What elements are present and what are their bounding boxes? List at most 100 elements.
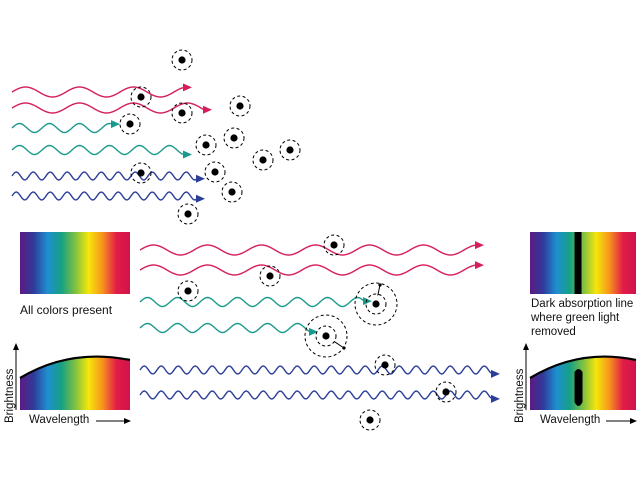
photon-wave-icon: [139, 244, 477, 256]
excited-atom-1: [354, 282, 398, 326]
absorption-dip: [574, 369, 583, 410]
nucleus: [330, 241, 338, 249]
electron-shell: [359, 409, 381, 431]
electron-shell: [171, 102, 193, 124]
incoming-blue-wave-2: [11, 191, 205, 203]
nucleus: [178, 109, 186, 117]
nucleus: [442, 388, 450, 396]
arrow-head-icon: [183, 150, 192, 159]
atom-icon: [204, 161, 226, 183]
left-wavelength-label: Wavelength: [29, 414, 90, 426]
brightness-curve: [529, 355, 637, 379]
absorption-ring-icon: [304, 314, 348, 358]
outgoing-blue-wave-2: [139, 390, 500, 403]
atom-icon: [177, 280, 199, 302]
arrow-head-icon: [475, 261, 484, 270]
atom-icon: [221, 181, 243, 203]
nucleus: [137, 93, 145, 101]
arrow-head-icon: [309, 327, 318, 336]
photon-wave-icon: [139, 365, 492, 375]
arrow-head-icon: [491, 394, 500, 403]
brightness-fill: [20, 356, 130, 410]
atom-icon: [130, 162, 152, 184]
electron-shell: [177, 203, 199, 225]
electron-shell: [221, 181, 243, 203]
photon-wave-icon: [11, 144, 184, 156]
electron-shell: [435, 381, 457, 403]
y-axis-arrow-icon: [523, 343, 529, 350]
incoming-green-wave-1: [11, 120, 120, 134]
atom-icon: [259, 265, 281, 287]
nucleus: [236, 102, 244, 110]
photon-wave-icon: [11, 122, 112, 134]
arrow-head-icon: [196, 194, 205, 203]
photon-wave-icon: [11, 191, 197, 201]
electron-shell: [204, 161, 226, 183]
nucleus: [178, 56, 186, 64]
nucleus: [126, 120, 134, 128]
nucleus: [184, 287, 192, 295]
brightness-fill: [530, 356, 636, 410]
nucleus: [211, 168, 219, 176]
nucleus: [259, 156, 267, 164]
nucleus: [266, 272, 274, 280]
nucleus: [366, 416, 374, 424]
atom-icon: [279, 139, 301, 161]
absorption-ring-icon: [354, 282, 398, 326]
electron-shell: [177, 280, 199, 302]
absorption-line-caption: Dark absorption line where green light r…: [531, 298, 634, 338]
atom-icon: [374, 354, 396, 376]
photon-wave-icon: [11, 171, 197, 181]
right-brightness-label: Brightness: [514, 368, 526, 423]
left-brightness-label: Brightness: [4, 368, 16, 423]
absorbed-green-wave-1: [139, 296, 372, 308]
y-axis-arrow-icon: [13, 343, 19, 350]
electron-shell: [130, 86, 152, 108]
arrow-head-icon: [111, 120, 120, 129]
arrow-head-icon: [183, 83, 192, 92]
all-colors-caption: All colors present: [20, 303, 113, 317]
atom-icon: [177, 203, 199, 225]
atom-icon: [223, 127, 245, 149]
electron-shell: [119, 113, 141, 135]
incoming-green-wave-2: [11, 144, 192, 159]
nucleus: [230, 134, 238, 142]
photon-wave-icon: [139, 264, 477, 276]
arrow-head-icon: [475, 241, 484, 250]
electron-shell: [315, 325, 337, 347]
photon-wave-icon: [11, 102, 205, 114]
photon-wave-icon: [139, 390, 492, 400]
outgoing-blue-wave-1: [139, 365, 500, 378]
electron-jump-arrow: [377, 284, 381, 296]
nucleus: [228, 188, 236, 196]
brightness-curve: [19, 355, 131, 379]
electron-shell: [171, 49, 193, 71]
atom-icon: [359, 409, 381, 431]
atom-icon: [229, 95, 251, 117]
electron-shell: [374, 354, 396, 376]
electron-jump-arrow: [333, 340, 345, 349]
photon-wave-icon: [11, 86, 184, 98]
nucleus: [372, 300, 380, 308]
x-axis-arrow-icon: [630, 418, 637, 424]
arrow-head-icon: [491, 369, 500, 378]
left-spectrum-bar: [20, 232, 130, 294]
photon-wave-icon: [139, 322, 310, 334]
electron-shell: [195, 134, 217, 156]
absorption-line: [574, 232, 582, 294]
arrow-head-icon: [196, 174, 205, 183]
x-axis-arrow-icon: [124, 418, 131, 424]
nucleus: [184, 210, 192, 218]
electron-shell: [259, 265, 281, 287]
absorbed-green-wave-2: [139, 322, 318, 336]
atom-icon: [435, 381, 457, 403]
nucleus: [202, 141, 210, 149]
excited-electron: [342, 346, 346, 350]
outgoing-red-wave-1: [139, 241, 484, 256]
atom-icon: [252, 149, 274, 171]
excited-electron: [378, 283, 382, 287]
left-brightness-graph: [13, 343, 131, 424]
incoming-blue-wave-1: [11, 171, 205, 183]
electron-shell: [365, 293, 387, 315]
